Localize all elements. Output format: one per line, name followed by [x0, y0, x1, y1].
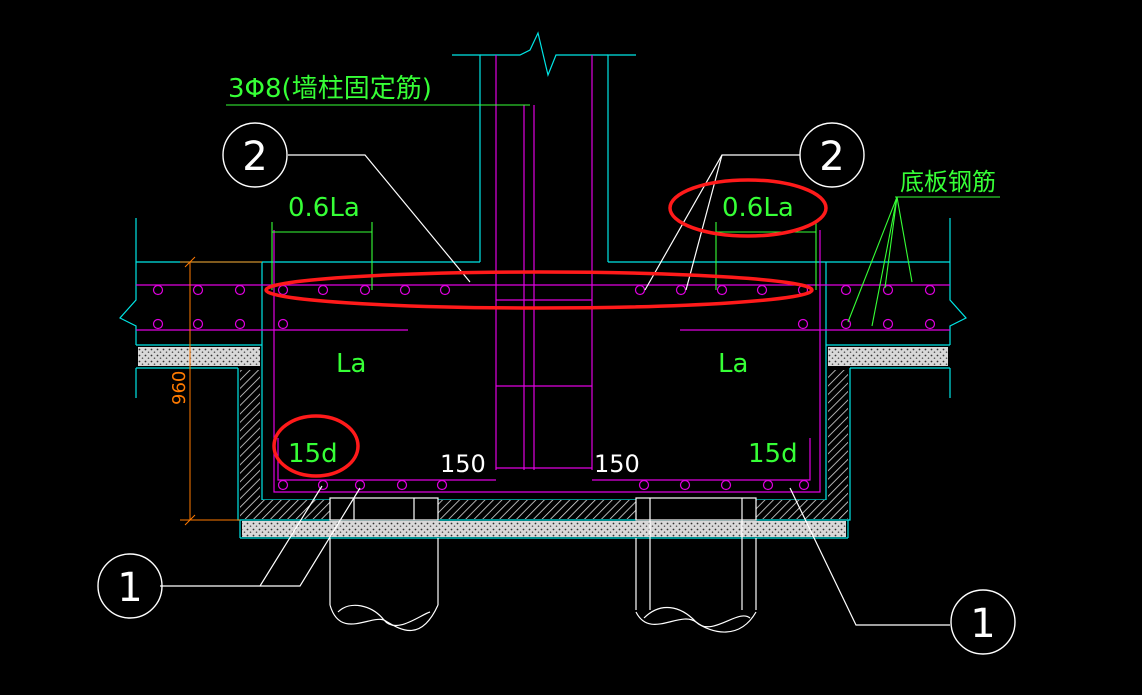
bottom-slab-rebar-label: 底板钢筋 — [900, 168, 996, 196]
highlight-marks — [264, 178, 828, 478]
callout-1-left-text: 1 — [117, 565, 142, 611]
callout-2-left: 2 — [222, 122, 288, 188]
callout-2-right: 2 — [799, 122, 865, 188]
bottom-slab-leader — [847, 196, 1000, 327]
highlight-06la-right — [668, 178, 828, 238]
wall-column-rebar-label: 3Φ8(墙柱固定筋) — [228, 74, 432, 104]
dim-150-left-label: 150 — [440, 450, 486, 478]
blinding-layer-right — [828, 347, 948, 366]
dimension-06la — [271, 222, 817, 290]
callout-2-left-text: 2 — [242, 134, 267, 180]
callout-leaders — [160, 154, 950, 626]
hook-15d-left-label: 15d — [288, 439, 338, 469]
dimension-960: 960 — [169, 256, 262, 526]
blinding-layer-bottom — [242, 521, 846, 537]
la-left-label: La — [336, 349, 366, 379]
callout-1-left: 1 — [97, 553, 163, 619]
dim-150-right-label: 150 — [594, 450, 640, 478]
highlight-15d-left — [272, 414, 360, 478]
callout-1-right-text: 1 — [970, 601, 995, 647]
concrete-outline — [119, 31, 967, 539]
la-right-label: La — [718, 349, 748, 379]
blinding-layer-left — [138, 347, 260, 366]
side-wall-hatch-left — [240, 370, 260, 500]
callout-2-right-text: 2 — [819, 134, 844, 180]
pile-right — [635, 497, 757, 633]
rebar-lines — [136, 55, 950, 493]
side-wall-hatch-right — [828, 370, 848, 500]
hook-15d-right-label: 15d — [748, 439, 798, 469]
dim-06la-right-label: 0.6La — [722, 193, 794, 223]
pile-left — [329, 497, 439, 632]
rebar-dots — [152, 284, 936, 491]
callout-1-right: 1 — [950, 589, 1016, 655]
dim-960-text: 960 — [169, 371, 190, 405]
highlight-top-rebar — [264, 270, 814, 310]
dim-06la-left-label: 0.6La — [288, 193, 360, 223]
